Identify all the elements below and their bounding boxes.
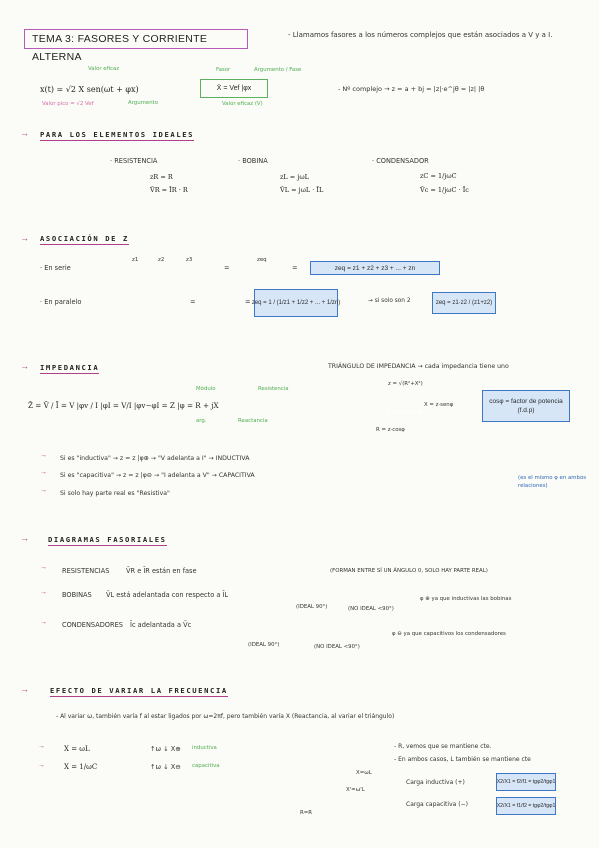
xc-trend: ↑ω ↓ X⊖	[150, 763, 181, 771]
rule-capacitiva: Si es "capacitiva" → z = z |φ⊖ → "I adel…	[60, 472, 255, 479]
hyp-label: z = √(R²+X²)	[388, 381, 423, 387]
section-arrow-icon: →	[20, 233, 29, 243]
ind-formula-box: X2/X1 = f2/f1 = tgφ2/tgφ1	[496, 773, 556, 791]
both-note: - En ambos casos, L también se mantiene …	[394, 756, 531, 763]
serie-result-box: zeq = z1 + z2 + z3 + ... + zn	[310, 261, 440, 275]
xl-trend: ↑ω ↓ X⊕	[150, 745, 181, 753]
label-valor-eficaz: Valor eficaz	[88, 66, 120, 72]
phi-label: φ = arctg X/R	[386, 410, 423, 416]
condensador-title: · CONDENSADOR	[372, 157, 429, 165]
paralelo-label: · En paralelo	[40, 298, 82, 306]
xc-formula: X = 1/ωC	[64, 763, 98, 771]
label-arg: arg.	[196, 418, 207, 424]
zeq-label: zeq	[257, 257, 267, 263]
paralelo-two-box: zeq = z1·z2 / (z1+z2)	[432, 292, 496, 314]
si-solo-dos: → si solo son 2	[368, 298, 411, 304]
impedancia-equation: Z̄ = V̄ / Ī = V |φv / I |φI = V/I |φv−φI…	[28, 401, 219, 410]
paralelo-result-box: zeq = 1 / (1/z1 + 1/z2 + ... + 1/zn)	[252, 289, 340, 317]
resistencia-eq2: V̄R = ĪR · R	[150, 186, 188, 194]
label-argumento-fase: Argumento / Fase	[254, 67, 302, 73]
bobinas-label: BOBINAS	[62, 591, 92, 599]
phasor-equation: x(t) = √2 X sen(ωt + φx)	[40, 85, 139, 94]
rule-resistiva: Si solo hay parte real es "Resistiva"	[60, 490, 170, 497]
r-label: R = z·cosφ	[376, 427, 405, 433]
zn-label: z3	[186, 257, 193, 263]
tri-r: R=R	[300, 810, 313, 816]
section-arrow-icon: →	[20, 361, 29, 371]
label-reactancia: Reactancia	[238, 418, 268, 424]
serie-label: · En serie	[40, 264, 71, 272]
xc-label: capacitiva	[192, 763, 220, 769]
frecuencia-intro: - Al variar ω, también varía f al estar …	[56, 713, 395, 720]
heading-diagramas: DIAGRAMAS FASORIALES	[48, 535, 167, 546]
intro-text: - Llamamos fasores a los números complej…	[288, 31, 553, 39]
carga-capacitiva: Carga capacitiva (−)	[406, 801, 468, 808]
page-title: TEMA 3: FASORES Y CORRIENTE ALTERNA	[24, 29, 248, 63]
label-argumento: Argumento	[128, 100, 159, 106]
bobina-ideal: (IDEAL 90°)	[296, 604, 328, 610]
bobina-eq2: V̄L = jωL · ĪL	[280, 186, 324, 194]
xl-label: inductiva	[192, 745, 217, 751]
carga-inductiva: Carga inductiva (+)	[406, 779, 465, 786]
phasor-box: X̄ = Vef |φx	[200, 79, 268, 98]
xl-formula: X = ωL	[64, 745, 90, 753]
label-fasor: Fasor	[216, 67, 231, 73]
mismo-phi-note: (es el mismo φ en ambos relaciones)	[518, 475, 587, 489]
resistencia-eq1: zR = R	[150, 173, 173, 181]
z2-label: z2	[158, 257, 165, 263]
label-valor-pico: Valor pico = √2 Vef	[42, 101, 94, 107]
triangulo-label: TRIÁNGULO DE IMPEDANCIA → cada impedanci…	[328, 363, 509, 370]
bobina-eq1: zL = jωL	[280, 173, 309, 181]
condensadores-text: Īc adelantada a V̄c	[130, 621, 192, 629]
cond-note: φ ⊖ ya que capacitivos los condensadores	[392, 631, 506, 637]
condensadores-label: CONDENSADORES	[62, 621, 123, 629]
label-valor-eficaz-v: Valor eficaz (V)	[222, 101, 263, 107]
label-modulo: Módulo	[196, 386, 216, 392]
section-arrow-icon: →	[20, 684, 29, 694]
tri-x1: X=ωL	[356, 770, 372, 776]
tri-x2: X'=ω'L	[346, 787, 365, 793]
section-arrow-icon: →	[20, 533, 29, 543]
heading-frecuencia: EFECTO DE VARIAR LA FRECUENCIA	[50, 686, 228, 697]
bobinas-text: V̄L está adelantada con respecto a ĪL	[106, 591, 229, 599]
x-label: X = z·senφ	[424, 402, 454, 408]
cond-ideal: (IDEAL 90°)	[248, 642, 280, 648]
complex-number: - Nº complejo → z = a + bj = |z|·e^jθ = …	[338, 85, 485, 93]
resistencia-title: · RESISTENCIA	[110, 157, 158, 165]
bobinas-note: φ ⊕ ya que inductivas las bobinas	[420, 596, 512, 602]
condensador-eq1: zC = 1/jωC	[420, 172, 457, 180]
condensador-eq2: V̄c = 1/jωC · Īc	[420, 186, 469, 194]
resistencias-text: V̄R e ĪR están en fase	[126, 567, 197, 575]
resistencias-note: (FORMAN ENTRE SÍ UN ÁNGULO 0, SOLO HAY P…	[330, 568, 488, 574]
r-const: - R, vemos que se mantiene cte.	[394, 743, 492, 750]
bobina-noideal: (NO IDEAL <90°)	[348, 606, 394, 612]
label-resistencia: Resistencia	[258, 386, 289, 392]
rule-inductiva: Si es "inductiva" → z = z |φ⊕ → "V adela…	[60, 455, 250, 462]
z1-label: z1	[132, 257, 139, 263]
bobina-title: · BOBINA	[238, 157, 268, 165]
section-arrow-icon: →	[20, 128, 29, 138]
heading-asociacion: ASOCIACIÓN DE Z	[40, 234, 129, 245]
heading-impedancia: IMPEDANCIA	[40, 363, 100, 374]
resistencias-label: RESISTENCIAS	[62, 567, 110, 575]
heading-elementos: PARA LOS ELEMENTOS IDEALES	[40, 130, 195, 141]
cap-formula-box: X2/X1 = f1/f2 = tgφ2/tgφ1	[496, 797, 556, 815]
cond-noideal: (NO IDEAL <90°)	[314, 644, 360, 650]
cos-box: cosφ = factor de potencia (f.d.p)	[482, 390, 570, 422]
